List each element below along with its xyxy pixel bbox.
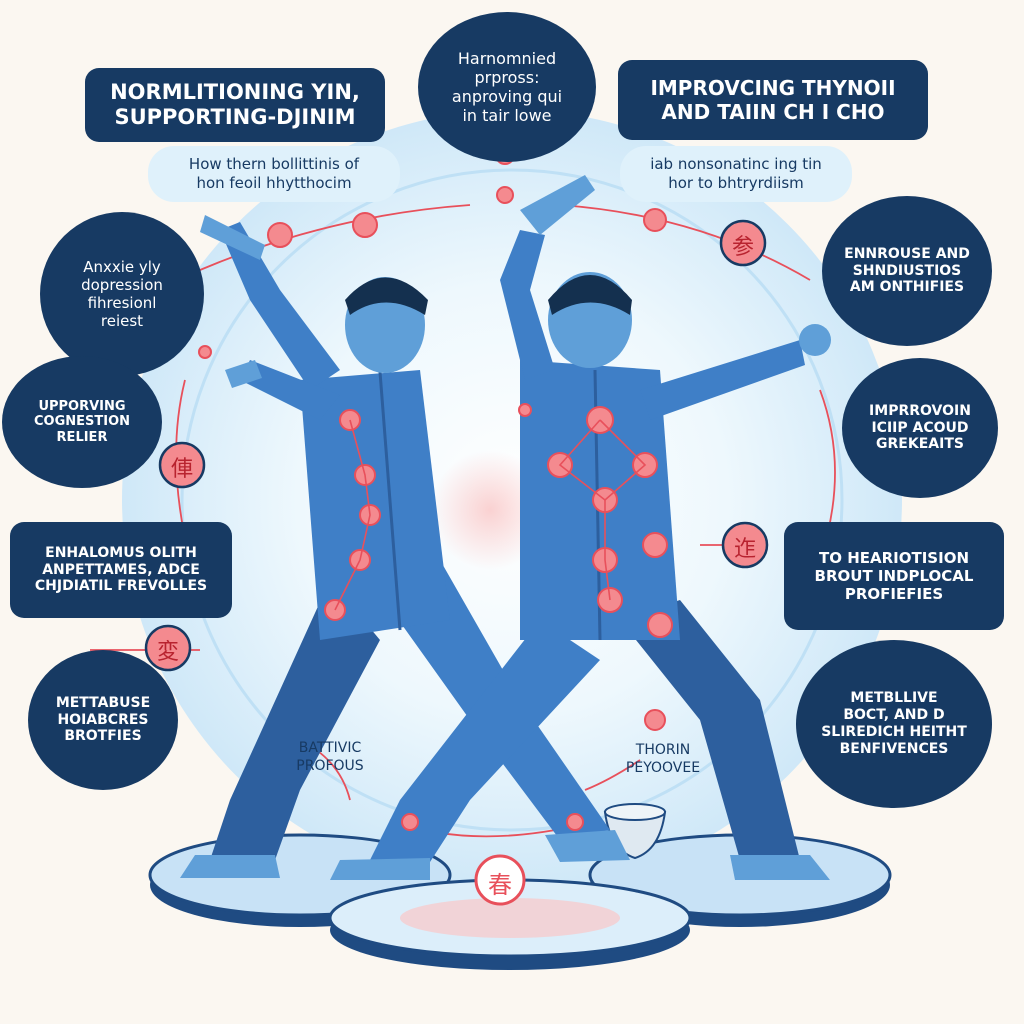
left-label-3-line3: CHJDIATIL FREVOLLES bbox=[34, 578, 208, 595]
title-left-line1: NORMLITIONING YIN, bbox=[110, 79, 360, 104]
symbol-lower-left: 変 bbox=[156, 640, 179, 665]
halo-ring bbox=[180, 168, 844, 832]
right-label-3-line2: BROUT INDPLOCAL bbox=[814, 567, 974, 585]
left-figure bbox=[180, 215, 630, 878]
right-label-1-line2: SHNDIUSTIOS bbox=[852, 262, 962, 279]
right-label-3: TO HEARIOTISION BROUT INDPLOCAL PROFIEFI… bbox=[784, 522, 1004, 630]
subtitle-pill-left: How thern bollittinis of hon feoil hhytt… bbox=[148, 146, 400, 202]
floor-note-right-line1: THORIN bbox=[635, 742, 691, 758]
right-label-2: IMPRROVOIN ICIIP ACOUD GREKEAITS bbox=[842, 358, 998, 498]
right-label-2-line3: GREKEAITS bbox=[876, 436, 964, 453]
title-circle-center: Harnomnied prpross: anproving qui in tai… bbox=[418, 12, 596, 162]
left-label-4-line3: BROTFIES bbox=[64, 728, 142, 745]
node-connectors bbox=[334, 419, 647, 611]
left-label-1-line2: dopression bbox=[81, 276, 163, 294]
pill-left-line1: How thern bollittinis of bbox=[188, 155, 360, 174]
symbol-upper-right: 参 bbox=[731, 235, 754, 260]
right-label-4-line1: METBLLIVE bbox=[850, 690, 938, 707]
left-label-1-line3: fihresionl bbox=[87, 294, 157, 312]
right-label-4: METBLLIVE BOCT, AND D SLIREDICH HEITHT B… bbox=[796, 640, 992, 808]
left-label-4-line2: HOIABCRES bbox=[57, 711, 149, 728]
symbol-badges bbox=[144, 219, 769, 906]
title-right-line2: AND TAIIN CH I CHO bbox=[661, 100, 885, 124]
left-label-4-line1: METTABUSE bbox=[55, 694, 151, 711]
left-label-1-line4: reiest bbox=[100, 312, 144, 330]
right-label-4-line4: BENFIVENCES bbox=[839, 740, 949, 757]
center-line2: prpross: bbox=[474, 67, 540, 87]
right-label-4-line2: BOCT, AND D bbox=[843, 707, 945, 724]
symbol-bottom-center: 春 bbox=[488, 871, 512, 899]
floor-note-right-line2: PEYOOVEE bbox=[625, 759, 701, 776]
title-right-line1: IMPROVCING THYNOII bbox=[650, 76, 896, 100]
floor-note-left-line2: PROFOUS bbox=[296, 757, 364, 774]
right-label-1-line1: ENNROUSE AND bbox=[844, 245, 970, 262]
left-label-2-line2: COGNESTION bbox=[33, 414, 131, 430]
symbol-right-mid: 迮 bbox=[733, 537, 756, 562]
left-label-3: ENHALOMUS OLITH ANPETTAMES, ADCE CHJDIAT… bbox=[10, 522, 232, 618]
center-line3: anproving qui bbox=[451, 87, 563, 106]
left-label-3-line2: ANPETTAMES, ADCE bbox=[42, 561, 200, 578]
title-box-left: NORMLITIONING YIN, SUPPORTING-DJINIM bbox=[85, 68, 385, 142]
left-label-3-line1: ENHALOMUS OLITH bbox=[45, 544, 197, 561]
center-line1: Harnomnied bbox=[457, 48, 557, 68]
right-label-2-line2: ICIIP ACOUD bbox=[871, 419, 969, 436]
floor-note-left-line1: BATTIVIC bbox=[298, 740, 362, 756]
left-label-4: METTABUSE HOIABCRES BROTFIES bbox=[28, 650, 178, 790]
pill-right-line2: hor to bhtryrdiism bbox=[668, 174, 804, 192]
left-label-2-line3: RELIER bbox=[56, 429, 108, 445]
symbol-left-big: 俥 bbox=[170, 457, 193, 482]
right-label-2-line1: IMPRROVOIN bbox=[869, 402, 971, 419]
pill-right-line1: iab nonsonatinc ing tin bbox=[650, 155, 822, 174]
title-box-right: IMPROVCING THYNOII AND TAIIN CH I CHO bbox=[618, 60, 928, 140]
subtitle-pill-right: iab nonsonatinc ing tin hor to bhtryrdii… bbox=[620, 146, 852, 202]
left-label-2: UPPORVING COGNESTION RELIER bbox=[2, 356, 162, 488]
title-left-line2: SUPPORTING-DJINIM bbox=[114, 105, 356, 129]
right-label-3-line1: TO HEARIOTISION bbox=[819, 549, 969, 567]
floor-note-right: THORIN PEYOOVEE bbox=[618, 742, 708, 777]
center-line4: in tair lowe bbox=[462, 106, 552, 126]
left-label-1: Anxxie yly dopression fihresionl reiest bbox=[40, 212, 204, 376]
right-label-1-line3: AM ONTHIFIES bbox=[849, 279, 965, 296]
floor-note-left: BATTIVIC PROFOUS bbox=[285, 740, 375, 775]
right-label-4-line3: SLIREDICH HEITHT bbox=[821, 724, 967, 740]
right-label-1: ENNROUSE AND SHNDIUSTIOS AM ONTHIFIES bbox=[822, 196, 992, 346]
pill-left-line2: hon feoil hhytthocim bbox=[196, 174, 352, 192]
right-label-3-line3: PROFIEFIES bbox=[844, 585, 944, 603]
left-label-1-line1: Anxxie yly bbox=[83, 258, 161, 276]
left-label-2-line1: UPPORVING bbox=[38, 398, 126, 414]
